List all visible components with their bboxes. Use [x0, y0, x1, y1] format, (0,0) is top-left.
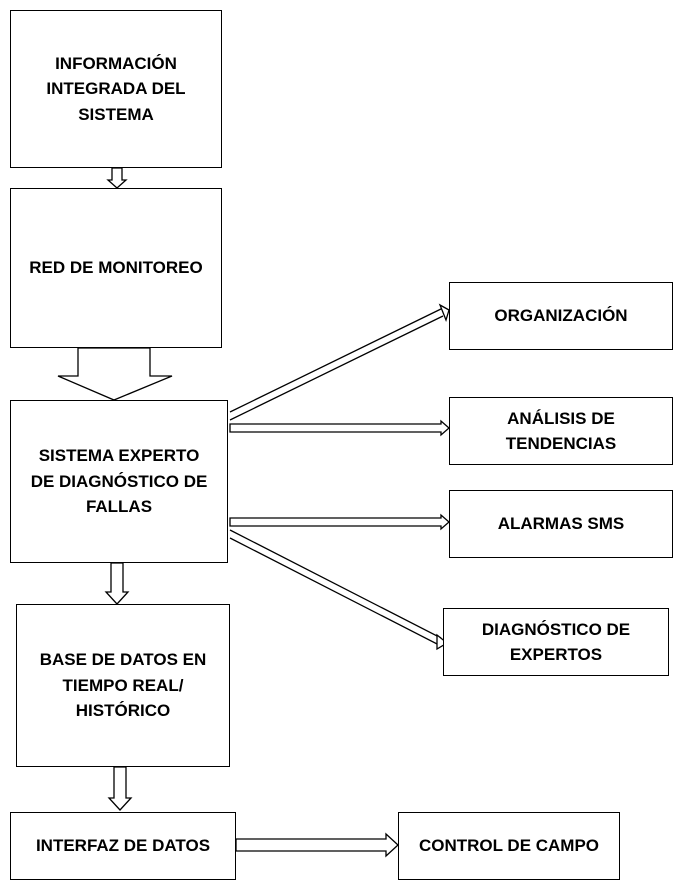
box-diagnostico-de-expertos: DIAGNÓSTICO DE EXPERTOS: [443, 608, 669, 676]
box-control-de-campo: CONTROL DE CAMPO: [398, 812, 620, 880]
box-analisis-de-tendencias-label: ANÁLISIS DE TENDENCIAS: [505, 408, 617, 454]
arrow-sistema-to-tendencias: [229, 419, 450, 437]
box-organizacion: ORGANIZACIÓN: [449, 282, 673, 350]
box-diagnostico-de-expertos-label: DIAGNÓSTICO DE EXPERTOS: [481, 619, 631, 665]
arrow-sistema-to-expertos: [229, 529, 442, 647]
arrow-red-to-sistema: [57, 347, 173, 401]
box-control-de-campo-label: CONTROL DE CAMPO: [418, 836, 600, 856]
box-organizacion-label: ORGANIZACIÓN: [494, 306, 628, 326]
arrow-head-organizacion: [438, 303, 450, 322]
arrow-sistema-to-organizacion: [229, 307, 444, 421]
box-informacion-integrada-label: INFORMACIÓN INTEGRADA DEL SISTEMA: [46, 53, 186, 124]
box-alarmas-sms-label: ALARMAS SMS: [497, 514, 625, 534]
arrow-base-to-interfaz: [107, 766, 133, 811]
box-sistema-experto: SISTEMA EXPERTO DE DIAGNÓSTICO DE FALLAS: [10, 400, 228, 563]
box-alarmas-sms: ALARMAS SMS: [449, 490, 673, 558]
arrow-info-to-red: [106, 167, 128, 189]
arrow-sistema-to-base: [104, 562, 130, 605]
arrow-interfaz-to-control: [235, 832, 399, 858]
box-analisis-de-tendencias: ANÁLISIS DE TENDENCIAS: [449, 397, 673, 465]
box-red-de-monitoreo: RED DE MONITOREO: [10, 188, 222, 348]
box-red-de-monitoreo-label: RED DE MONITOREO: [29, 258, 203, 278]
box-sistema-experto-label: SISTEMA EXPERTO DE DIAGNÓSTICO DE FALLAS: [30, 446, 208, 517]
arrow-sistema-to-alarmas: [229, 513, 450, 531]
arrow-head-expertos: [436, 633, 449, 651]
box-base-de-datos-label: BASE DE DATOS EN TIEMPO REAL/ HISTÓRICO: [39, 650, 207, 721]
box-base-de-datos: BASE DE DATOS EN TIEMPO REAL/ HISTÓRICO: [16, 604, 230, 767]
box-informacion-integrada: INFORMACIÓN INTEGRADA DEL SISTEMA: [10, 10, 222, 168]
box-interfaz-de-datos: INTERFAZ DE DATOS: [10, 812, 236, 880]
box-interfaz-de-datos-label: INTERFAZ DE DATOS: [35, 836, 211, 856]
